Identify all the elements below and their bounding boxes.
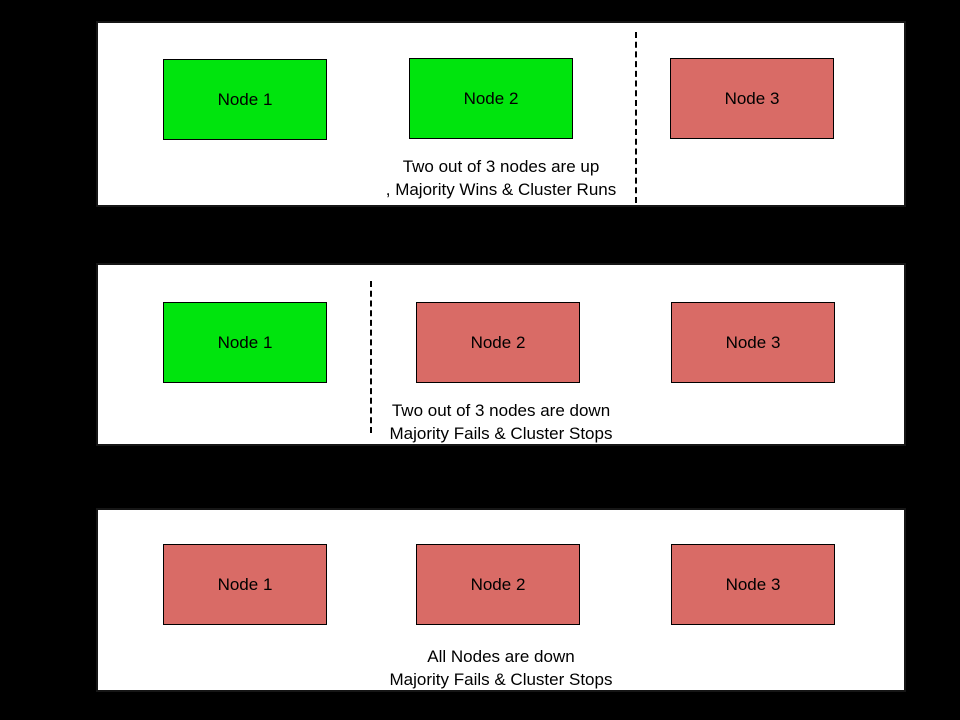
node-box-2: Node 2 [416, 302, 580, 383]
node-box-3: Node 3 [671, 544, 835, 625]
caption-line-2: Majority Fails & Cluster Stops [389, 424, 613, 443]
node-label: Node 1 [217, 89, 273, 109]
node-label: Node 3 [725, 332, 781, 352]
caption-line-2: , Majority Wins & Cluster Runs [385, 180, 617, 199]
node-label: Node 2 [463, 88, 519, 108]
scenario-panel-two-up: Node 1 Node 2 Node 3 Two out of 3 nodes … [96, 21, 906, 207]
quorum-divider [635, 32, 637, 203]
node-box-1: Node 1 [163, 302, 327, 383]
node-box-2: Node 2 [409, 58, 573, 139]
node-label: Node 3 [725, 574, 781, 594]
scenario-panel-all-down: Node 1 Node 2 Node 3 All Nodes are down … [96, 508, 906, 692]
panel-caption: Two out of 3 nodes are down Majority Fai… [98, 399, 904, 445]
quorum-divider [370, 281, 372, 433]
node-box-1: Node 1 [163, 544, 327, 625]
node-label: Node 2 [470, 332, 526, 352]
panel-caption: Two out of 3 nodes are up , Majority Win… [98, 155, 904, 201]
scenario-panel-two-down: Node 1 Node 2 Node 3 Two out of 3 nodes … [96, 263, 906, 446]
caption-line-1: Two out of 3 nodes are down [391, 401, 611, 420]
node-box-3: Node 3 [670, 58, 834, 139]
caption-line-1: Two out of 3 nodes are up [402, 157, 600, 176]
node-label: Node 2 [470, 574, 526, 594]
node-label: Node 1 [217, 332, 273, 352]
caption-line-1: All Nodes are down [427, 647, 575, 666]
node-box-3: Node 3 [671, 302, 835, 383]
node-box-2: Node 2 [416, 544, 580, 625]
node-label: Node 3 [724, 88, 780, 108]
caption-line-2: Majority Fails & Cluster Stops [389, 670, 613, 689]
node-box-1: Node 1 [163, 59, 327, 140]
panel-caption: All Nodes are down Majority Fails & Clus… [98, 645, 904, 691]
node-label: Node 1 [217, 574, 273, 594]
